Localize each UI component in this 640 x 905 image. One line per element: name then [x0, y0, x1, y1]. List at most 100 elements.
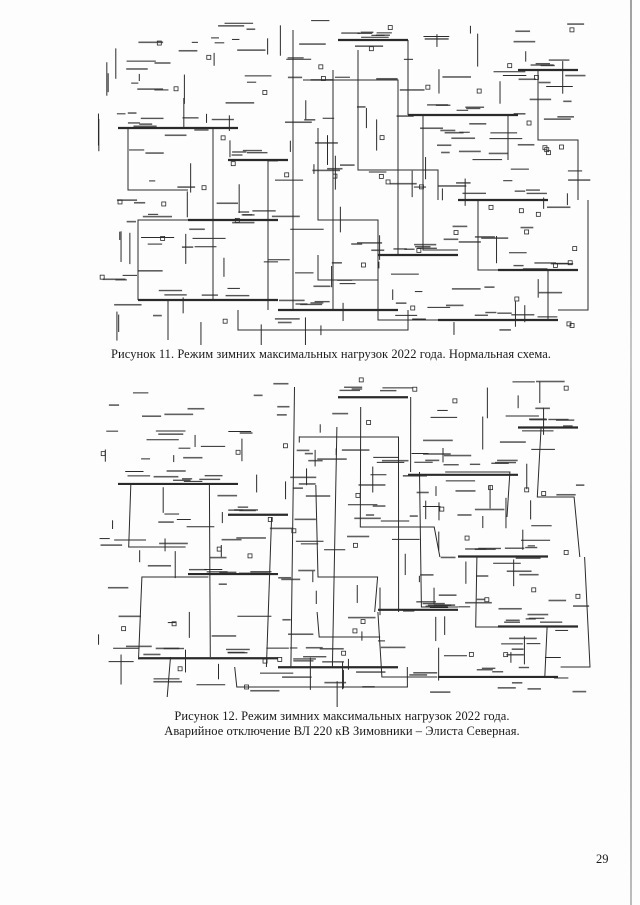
bus-label-stroke: [242, 214, 255, 216]
label-text-stroke: [282, 676, 312, 678]
bus-label-stroke: [422, 602, 445, 605]
label-text-stroke: [319, 647, 344, 650]
label-text-stroke: [278, 576, 292, 579]
switch-node: [410, 305, 416, 311]
switch-node: [379, 135, 385, 141]
label-text-stroke: [403, 610, 415, 612]
bus-label-stroke: [478, 547, 501, 550]
bus-label-stroke: [476, 669, 493, 671]
label-text-stroke: [143, 653, 161, 656]
label-text-stroke: [138, 41, 164, 44]
label-text-stroke: [442, 76, 472, 78]
label-text-stroke: [127, 112, 137, 114]
switch-node: [569, 323, 575, 328]
label-text-stroke: [137, 88, 164, 90]
switch-node: [321, 76, 326, 81]
switch-node: [575, 593, 581, 599]
switch-node: [378, 174, 384, 179]
label-text-stroke: [153, 475, 179, 478]
bus-label-stroke: [238, 211, 250, 213]
label-text-stroke: [236, 537, 266, 539]
label-text-stroke: [457, 514, 472, 516]
label-text-stroke: [287, 76, 303, 79]
switch-node: [569, 27, 575, 33]
switch-node: [117, 199, 123, 205]
label-text-stroke: [522, 268, 548, 270]
switch-node: [563, 550, 569, 555]
bus-label-stroke: [540, 64, 555, 67]
bus-label-stroke: [526, 192, 547, 195]
label-text-stroke: [354, 45, 384, 47]
switch-node: [355, 492, 361, 498]
bus-label-stroke: [492, 671, 504, 673]
label-text-stroke: [513, 112, 526, 115]
bus-label-stroke: [226, 648, 250, 651]
label-text-stroke: [452, 225, 468, 228]
label-text-stroke: [420, 574, 434, 576]
label-text-stroke: [365, 514, 375, 516]
label-text-stroke: [340, 164, 355, 166]
bus-label-stroke: [513, 264, 524, 267]
figure-12-diagram: [78, 367, 608, 707]
bus-label-stroke: [252, 210, 276, 212]
label-text-stroke: [225, 102, 255, 104]
label-text-stroke: [445, 304, 464, 307]
label-text-stroke: [441, 151, 450, 154]
label-text-stroke: [547, 206, 571, 209]
label-text-stroke: [133, 201, 146, 204]
label-text-stroke: [548, 599, 567, 602]
label-text-stroke: [498, 607, 522, 610]
label-text-stroke: [563, 425, 573, 427]
switch-node: [541, 491, 547, 496]
label-text-stroke: [519, 573, 539, 576]
label-text-stroke: [164, 134, 187, 137]
label-text-stroke: [153, 680, 183, 683]
label-text-stroke: [538, 291, 563, 294]
label-text-stroke: [267, 159, 278, 162]
switch-node: [247, 553, 253, 559]
label-text-stroke: [138, 270, 163, 272]
bus-label-stroke: [300, 303, 323, 306]
label-text-stroke: [100, 544, 123, 546]
label-text-stroke: [430, 691, 451, 693]
switch-node: [161, 201, 167, 207]
label-text-stroke: [327, 167, 343, 170]
label-text-stroke: [139, 123, 153, 125]
bus-label-stroke: [293, 658, 316, 660]
line-corridor: [560, 556, 591, 668]
figure-12-caption-line-2: Аварийное отключение ВЛ 220 кВ Зимовники…: [164, 724, 520, 738]
network-scheme-emergency: [98, 377, 591, 707]
label-text-stroke: [440, 129, 456, 132]
label-text-stroke: [189, 228, 205, 231]
switch-node: [341, 650, 347, 656]
label-text-stroke: [209, 556, 227, 559]
label-text-stroke: [499, 329, 511, 331]
label-text-stroke: [304, 452, 313, 455]
label-text-stroke: [497, 459, 518, 462]
label-text-stroke: [469, 123, 487, 125]
label-text-stroke: [317, 458, 347, 460]
bus-label-stroke: [404, 248, 415, 250]
bus-label-stroke: [555, 262, 569, 265]
label-text-stroke: [296, 449, 310, 452]
line-corridor: [265, 516, 273, 668]
switch-node: [416, 248, 422, 253]
label-text-stroke: [376, 77, 398, 80]
switch-node: [535, 211, 541, 217]
label-text-stroke: [444, 131, 464, 134]
line-corridor: [377, 611, 438, 678]
label-text-stroke: [116, 199, 138, 201]
line-corridor: [290, 386, 295, 668]
line-corridor: [518, 269, 549, 320]
switch-node: [531, 587, 537, 593]
line-corridor: [237, 310, 409, 331]
label-text-stroke: [409, 515, 418, 517]
label-text-stroke: [511, 648, 524, 650]
switch-node: [121, 626, 127, 632]
label-text-stroke: [164, 413, 194, 416]
bus-label-stroke: [427, 604, 452, 606]
label-text-stroke: [269, 527, 294, 530]
label-text-stroke: [575, 484, 585, 486]
label-text-stroke: [299, 43, 326, 45]
label-text-stroke: [142, 415, 162, 418]
